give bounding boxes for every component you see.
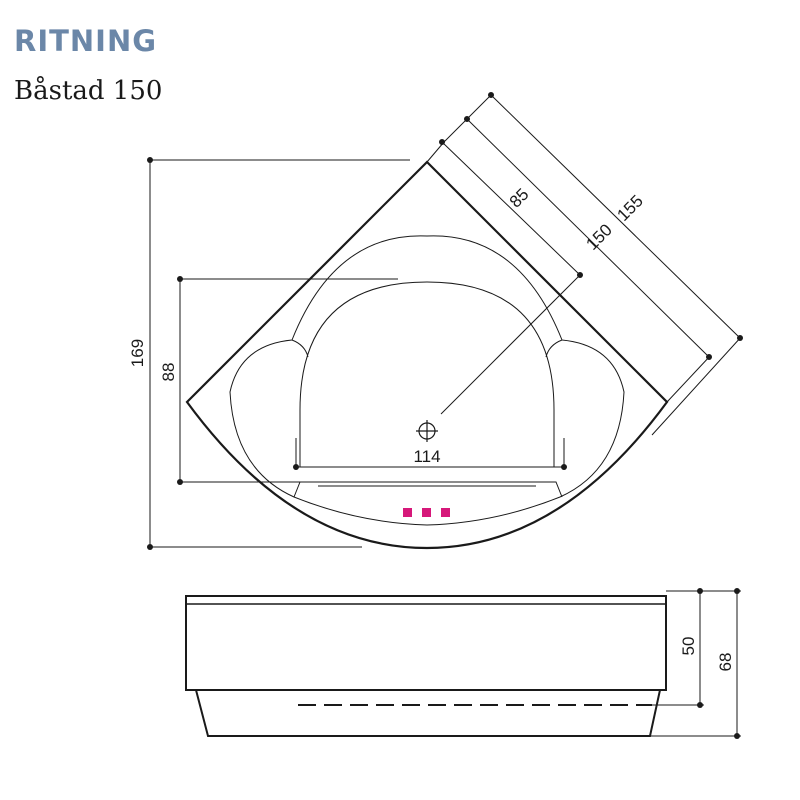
label-overall-depth: 169 <box>128 339 147 367</box>
dimension-114: 114 <box>293 438 567 470</box>
dimension-155: 155 <box>468 92 743 436</box>
dimension-50: 50 <box>652 588 704 708</box>
control-indicator-2 <box>422 508 431 517</box>
front-step <box>293 481 563 498</box>
backrest-left <box>291 339 309 358</box>
drawing-heading: RITNING <box>14 24 158 58</box>
dimension-68: 68 <box>650 588 741 739</box>
tub-outline <box>185 160 669 550</box>
label-side-length: 150 <box>582 220 615 253</box>
dimension-85: 85 <box>426 139 583 278</box>
control-indicator-1 <box>403 508 412 517</box>
bathing-area <box>299 281 555 467</box>
label-inner-depth: 88 <box>159 363 178 382</box>
side-view <box>185 595 667 737</box>
model-name: Båstad 150 <box>14 76 163 106</box>
tub-rim <box>185 595 667 691</box>
dimension-88: 88 <box>159 276 398 485</box>
label-inner-width: 114 <box>413 447 440 466</box>
tub-base <box>195 689 661 737</box>
backrest-right <box>545 339 563 358</box>
control-indicator-3 <box>441 508 450 517</box>
drain-leader <box>440 274 581 415</box>
dimension-150: 150 <box>443 116 712 403</box>
basin-rim <box>229 235 625 526</box>
dimension-169: 169 <box>128 157 410 550</box>
label-water-depth: 50 <box>679 637 698 656</box>
top-view <box>185 160 669 550</box>
drain-icon <box>416 420 438 442</box>
label-total-height: 68 <box>716 653 735 672</box>
